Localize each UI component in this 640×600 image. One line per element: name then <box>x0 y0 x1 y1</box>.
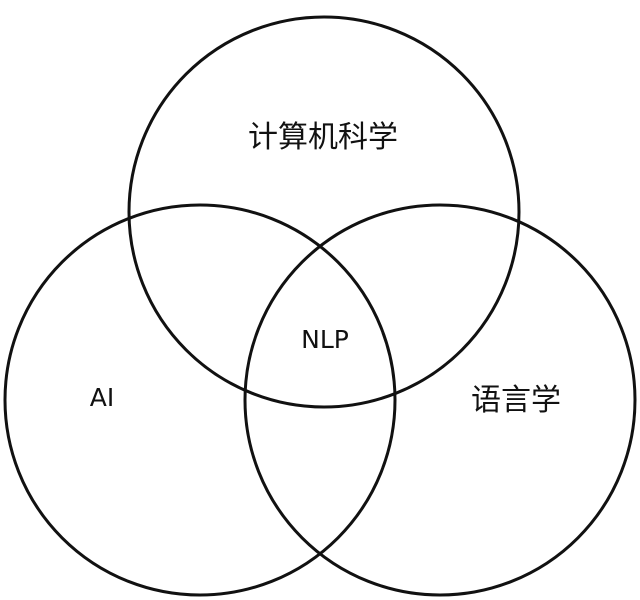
label-right: 语言学 <box>471 383 561 418</box>
circle-right <box>243 203 637 597</box>
label-intersection: NLP <box>301 325 349 354</box>
label-top: 计算机科学 <box>248 120 398 155</box>
circle-top <box>127 15 521 409</box>
circle-left <box>3 203 397 597</box>
label-left: AI <box>90 383 114 412</box>
